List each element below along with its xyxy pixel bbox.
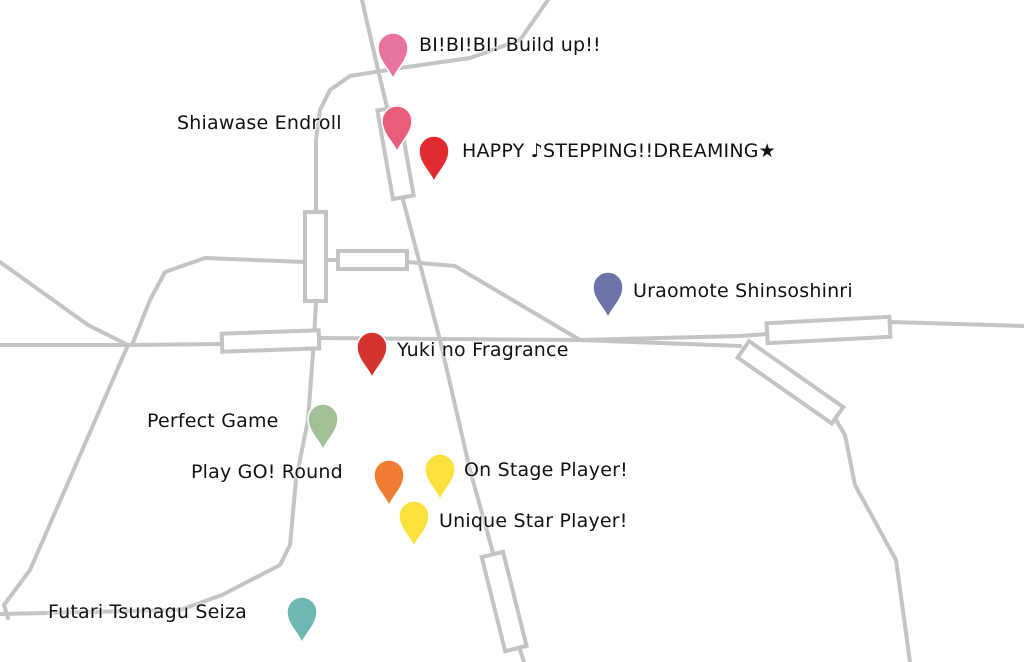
marker-label-unique[interactable]: Unique Star Player! (439, 510, 628, 532)
map-pin-perfect[interactable] (304, 401, 342, 451)
map-pin-happy[interactable] (415, 133, 453, 183)
station-center-horizontal (336, 249, 409, 271)
map-pin-icon (356, 331, 388, 379)
map-pin-icon (424, 453, 456, 501)
marker-label-uraomote[interactable]: Uraomote Shinsoshinri (633, 280, 853, 302)
marker-label-shiawase[interactable]: Shiawase Endroll (177, 112, 342, 134)
stations (219, 104, 893, 654)
marker-label-perfect[interactable]: Perfect Game (147, 410, 279, 432)
station-east (764, 314, 893, 346)
map-pin-unique[interactable] (395, 498, 433, 548)
marker-label-yuki[interactable]: Yuki no Fragrance (397, 339, 569, 361)
map-pin-futari[interactable] (283, 594, 321, 644)
map-pin-playgo[interactable] (370, 457, 408, 507)
map-pin-icon (381, 105, 413, 153)
map-pin-icon (592, 271, 624, 319)
map-pin-icon (373, 459, 405, 507)
map-pin-icon (307, 403, 339, 451)
map-pin-onstage[interactable] (421, 451, 459, 501)
map-pin-icon (398, 500, 430, 548)
marker-label-futari[interactable]: Futari Tsunagu Seiza (48, 601, 248, 623)
map-pin-uraomote[interactable] (589, 269, 627, 319)
marker-label-onstage[interactable]: On Stage Player! (464, 459, 628, 481)
station-west (219, 328, 322, 354)
map-pin-icon (286, 596, 318, 644)
map-pin-bibibi[interactable] (374, 30, 412, 80)
station-south (479, 549, 529, 654)
marker-label-happy[interactable]: HAPPY ♪STEPPING!!DREAMING★ (462, 140, 776, 162)
marker-label-playgo[interactable]: Play GO! Round (191, 461, 343, 483)
map-pin-icon (418, 135, 450, 183)
marker-label-bibibi[interactable]: BI!BI!BI! Build up!! (419, 34, 601, 56)
map-pin-yuki[interactable] (353, 329, 391, 379)
map-pin-shiawase[interactable] (378, 103, 416, 153)
station-east-diagonal (734, 338, 847, 427)
station-center-vertical (303, 210, 328, 303)
map-pin-icon (377, 32, 409, 80)
